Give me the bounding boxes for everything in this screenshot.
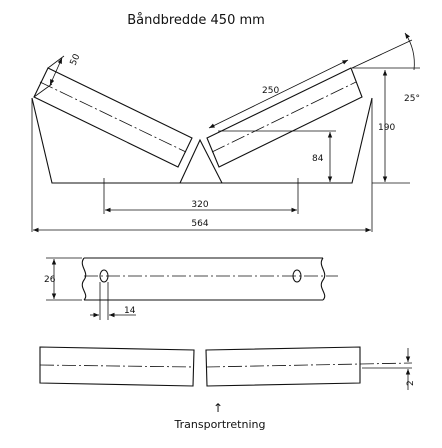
dim-plate-height-label: 26 bbox=[44, 275, 56, 285]
transport-arrow-icon: ↑ bbox=[213, 401, 223, 415]
dim-height-total: 190 bbox=[372, 70, 410, 184]
transport-direction-caption: Transportretning bbox=[174, 418, 266, 431]
drawing-title: Båndbredde 450 mm bbox=[127, 13, 265, 28]
dim-angle-label: 25° bbox=[404, 94, 420, 104]
right-slot bbox=[292, 269, 302, 283]
top-view-left-roller bbox=[39, 346, 195, 387]
slotted-plate bbox=[81, 257, 338, 301]
dim-inner-span-label: 320 bbox=[191, 200, 208, 210]
left-roller bbox=[33, 67, 193, 168]
dim-height-center-label: 84 bbox=[312, 154, 324, 164]
dim-roller-width: 50 bbox=[33, 52, 83, 98]
dim-offset: 2 bbox=[362, 348, 416, 390]
dim-slot-width-label: 14 bbox=[124, 306, 136, 316]
top-view-right-roller bbox=[205, 346, 413, 387]
dim-roller-length-label: 250 bbox=[262, 86, 279, 96]
dim-angle: 25° bbox=[351, 32, 420, 104]
dim-overall-width-label: 564 bbox=[191, 219, 208, 229]
dim-height-total-label: 190 bbox=[378, 123, 395, 133]
dim-height-center: 84 bbox=[218, 130, 336, 182]
left-slot bbox=[99, 269, 109, 283]
dim-roller-width-label: 50 bbox=[69, 52, 83, 67]
dim-offset-label: 2 bbox=[406, 380, 416, 386]
dim-plate-height: 26 bbox=[44, 257, 82, 301]
idler-frame bbox=[31, 97, 373, 232]
dim-overall-width: 564 bbox=[33, 219, 371, 233]
dim-slot-width: 14 bbox=[90, 282, 136, 320]
dim-inner-span: 320 bbox=[103, 178, 299, 214]
center-support bbox=[179, 138, 223, 184]
dim-roller-length: 250 bbox=[208, 59, 349, 129]
